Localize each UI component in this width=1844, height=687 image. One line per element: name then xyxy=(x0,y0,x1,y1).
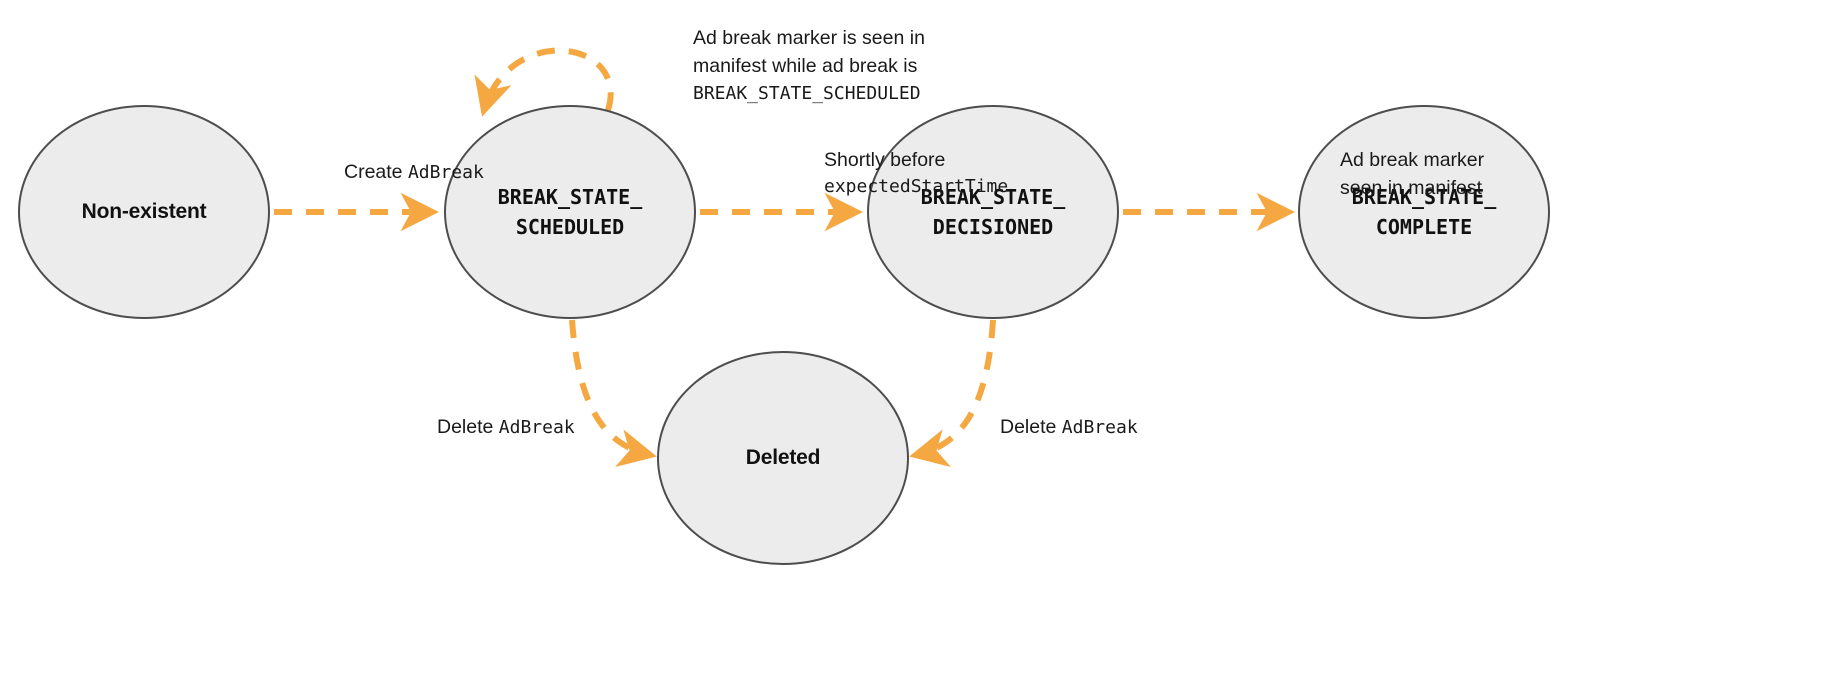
edge-label-text: manifest while ad break is xyxy=(693,55,918,78)
edge-label-text: Ad break marker is seen in xyxy=(693,27,925,49)
edge-label-create-adbreak: Create AdBreak xyxy=(344,158,484,186)
edge-label-text: Delete xyxy=(437,416,499,438)
edge-label-code: AdBreak xyxy=(407,162,484,183)
edge-scheduled-to-deleted xyxy=(569,319,657,468)
state-node-label: BREAK_STATE_ COMPLETE xyxy=(1351,185,1497,239)
edge-label-marker-seen-in-manifest: Ad break marker seen in manifest xyxy=(1340,146,1484,203)
state-node-break-state-complete[interactable]: BREAK_STATE_ COMPLETE xyxy=(1298,105,1550,319)
edge-label-delete-adbreak-left: Delete AdBreak xyxy=(437,413,575,441)
edge-label-scheduled-self-loop: Ad break marker is seen in manifest whil… xyxy=(693,24,925,107)
state-node-label: BREAK_STATE_ SCHEDULED xyxy=(497,185,643,239)
state-node-deleted[interactable]: Deleted xyxy=(657,351,909,565)
edge-label-text: seen in manifest xyxy=(1340,177,1482,200)
edge-label-delete-adbreak-right: Delete AdBreak xyxy=(1000,413,1138,441)
edge-label-text: Delete xyxy=(1000,416,1062,438)
state-node-label: Deleted xyxy=(745,445,821,469)
state-node-non-existent[interactable]: Non-existent xyxy=(18,105,270,319)
edge-label-text: Ad break marker xyxy=(1340,149,1485,171)
edge-label-code: expectedStartTime xyxy=(824,176,1009,198)
edge-label-code: AdBreak xyxy=(1061,417,1138,438)
edge-label-text: Shortly before xyxy=(824,149,946,171)
edge-label-code: BREAK_STATE_SCHEDULED xyxy=(693,82,921,104)
edge-scheduled-self-loop xyxy=(474,47,614,117)
edge-label-code: AdBreak xyxy=(498,417,575,438)
state-node-break-state-decisioned[interactable]: BREAK_STATE_ DECISIONED xyxy=(867,105,1119,319)
edge-decisioned-to-deleted xyxy=(909,319,996,468)
edge-label-shortly-before: Shortly before expectedStartTime xyxy=(824,146,1008,200)
edge-label-text: Create xyxy=(344,161,408,183)
state-node-label: BREAK_STATE_ DECISIONED xyxy=(920,185,1066,239)
state-node-label: Non-existent xyxy=(81,199,207,223)
state-node-break-state-scheduled[interactable]: BREAK_STATE_ SCHEDULED xyxy=(444,105,696,319)
